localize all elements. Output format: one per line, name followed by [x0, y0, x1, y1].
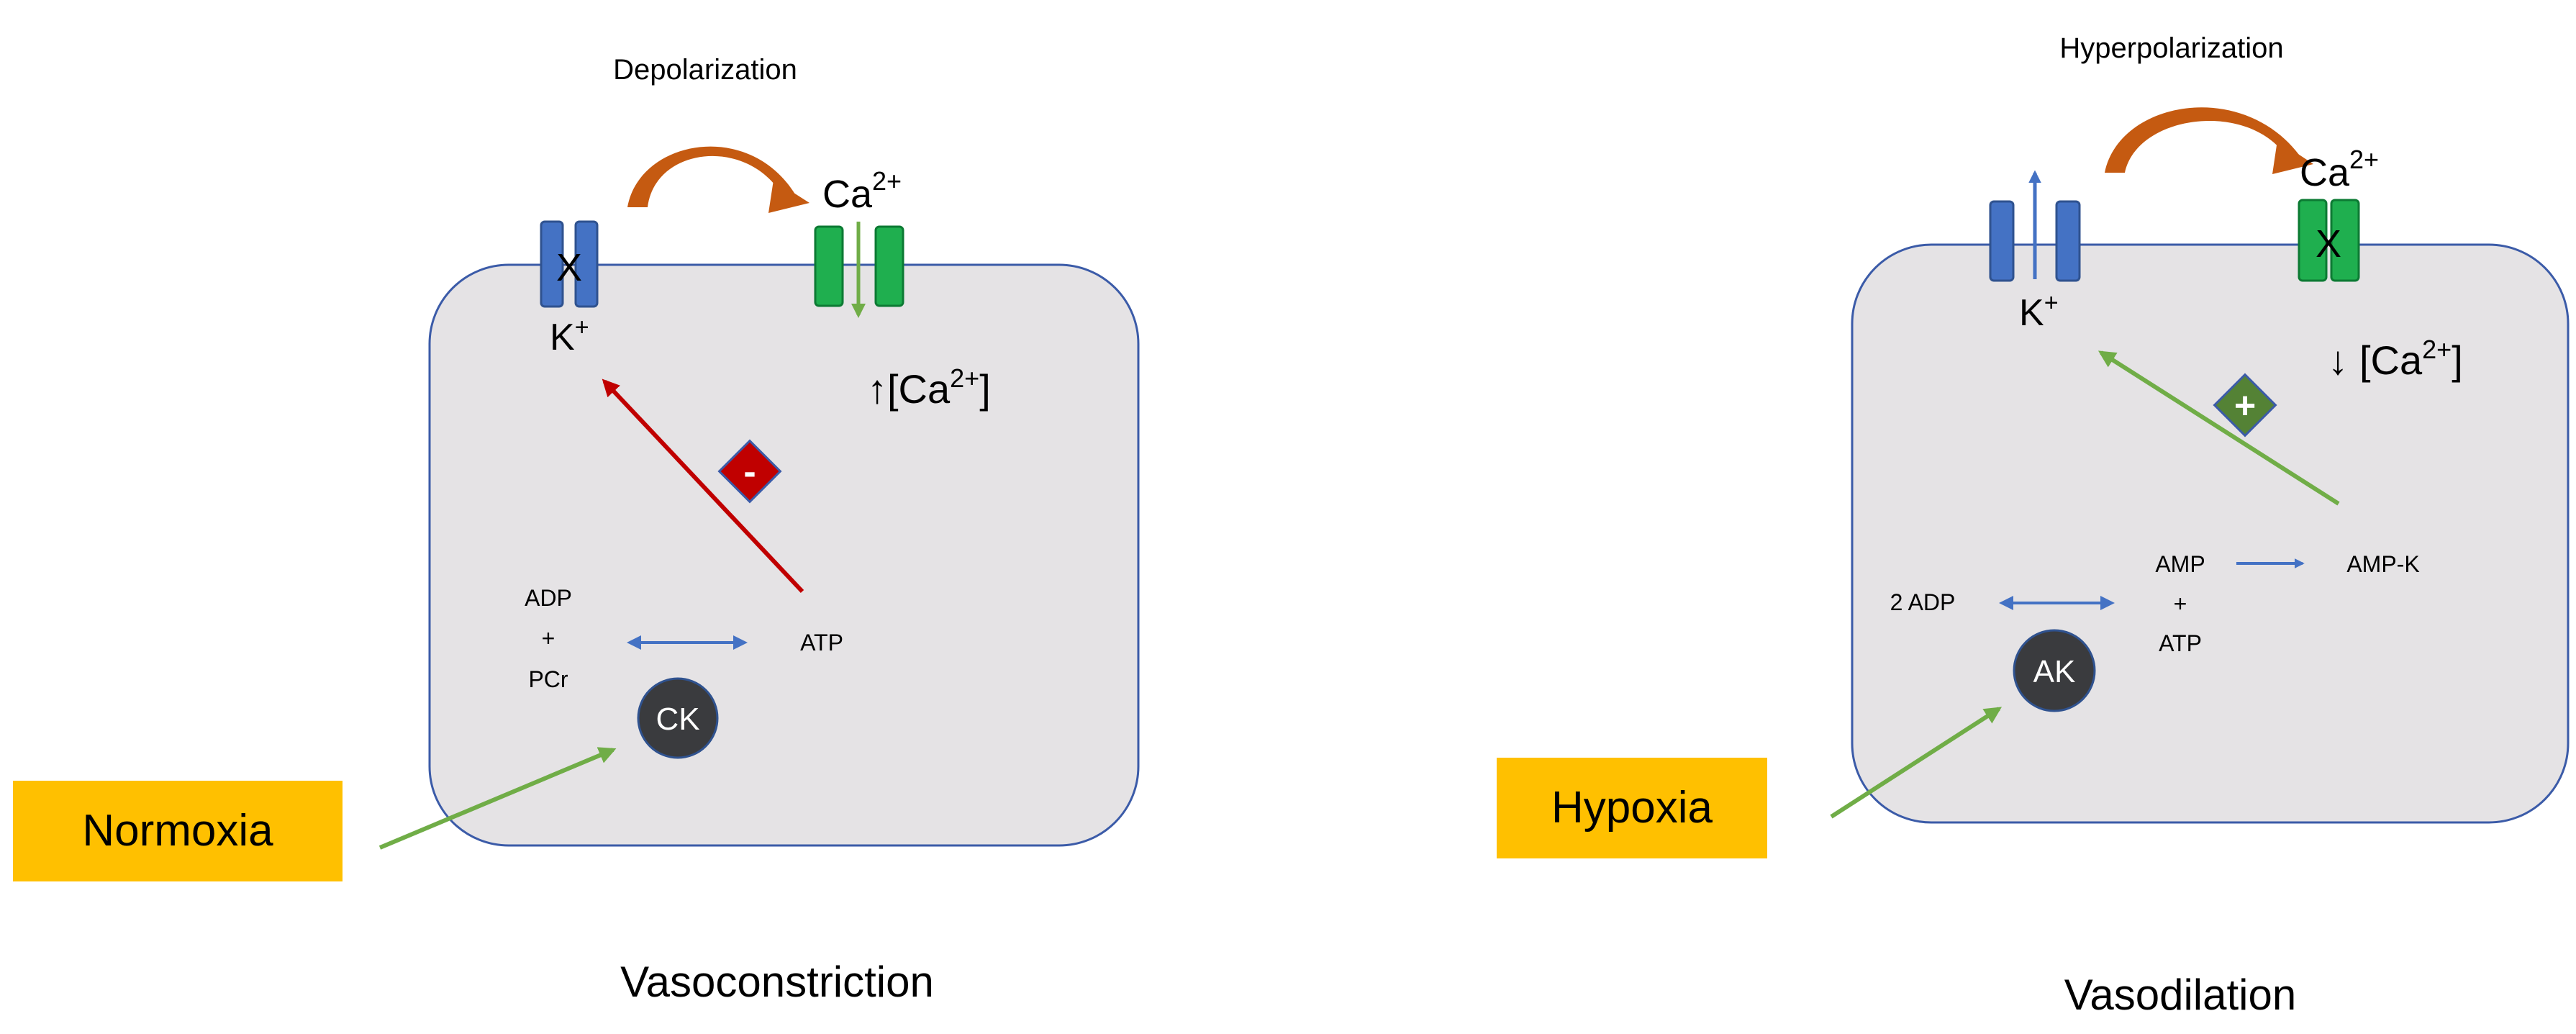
ck-enzyme: CK: [637, 677, 719, 759]
ak-enzyme: AK: [2013, 629, 2096, 712]
block-x-icon: X: [2316, 222, 2341, 266]
ca-channel-subunit-right: [2330, 199, 2360, 282]
svg-text:CK: CK: [656, 702, 699, 737]
ca-channel-subunit-right: [874, 225, 904, 307]
hypoxia-box: Hypoxia: [1497, 758, 1767, 858]
normoxia-activates-ck-arrow: [378, 747, 617, 850]
ca-channel-subunit-left: [814, 225, 844, 307]
k-channel-open: [1989, 200, 2081, 282]
atp-label: ATP: [800, 630, 843, 656]
ca-channel-subunit-left: [2298, 199, 2328, 282]
k-channel-subunit-right: [574, 220, 599, 308]
inhibition-badge: -: [717, 439, 782, 504]
minus-icon: -: [743, 451, 756, 493]
k-channel-subunit-left: [540, 220, 564, 308]
atp-inhibits-k-arrow: [602, 378, 804, 594]
k-ion-label: K+: [550, 314, 589, 358]
ampk-label: AMP-K: [2346, 551, 2419, 577]
ca-concentration-down: ↓[Ca2+]: [2328, 335, 2463, 383]
depolarization-curve-arrow: [627, 146, 809, 213]
pcr-label: PCr: [528, 666, 568, 692]
left-panel: Depolarization X K+ Ca2+ ↑[Ca2+]: [13, 54, 1140, 1006]
hyperpolarization-label: Hyperpolarization: [2059, 32, 2283, 64]
block-x-icon: X: [556, 246, 582, 289]
adp-label: ADP: [525, 585, 572, 611]
normoxia-label: Normoxia: [82, 806, 273, 856]
ca-ion-label: Ca2+: [822, 166, 902, 216]
vasodilation-label: Vasodilation: [2064, 971, 2296, 1019]
plus-label: +: [542, 625, 555, 651]
vasoconstriction-label: Vasoconstriction: [620, 958, 934, 1006]
normoxia-box: Normoxia: [13, 781, 343, 881]
atp-label: ATP: [2159, 630, 2202, 656]
svg-text:AK: AK: [2033, 654, 2076, 689]
depolarization-label: Depolarization: [613, 54, 797, 86]
k-channel-subunit-right: [2055, 200, 2081, 282]
k-channel-subunit-left: [1989, 200, 2015, 282]
k-channel-blocked: X: [540, 220, 599, 308]
k-ion-label: K+: [2019, 289, 2059, 334]
ampk-activates-k-arrow: [2097, 350, 2340, 506]
hypoxia-label: Hypoxia: [1551, 783, 1713, 833]
hyperpolarization-curve-arrow: [2105, 107, 2313, 174]
left-cell: [428, 263, 1140, 847]
ca-ion-label: Ca2+: [2300, 145, 2379, 194]
plus-label: +: [2174, 591, 2187, 617]
activation-badge: +: [2213, 373, 2277, 437]
two-adp-label: 2 ADP: [1890, 589, 1956, 615]
hypoxia-activates-ak-arrow: [1830, 707, 2003, 819]
plus-icon: +: [2234, 385, 2256, 427]
ca-concentration-up: ↑[Ca2+]: [867, 363, 991, 412]
amp-label: AMP: [2155, 551, 2205, 577]
ca-channel-blocked: X: [2298, 199, 2360, 282]
ca-channel-open: [814, 225, 904, 307]
right-panel: Hyperpolarization K+ X Ca2+ ↓[Ca2+]: [1497, 32, 2570, 1019]
